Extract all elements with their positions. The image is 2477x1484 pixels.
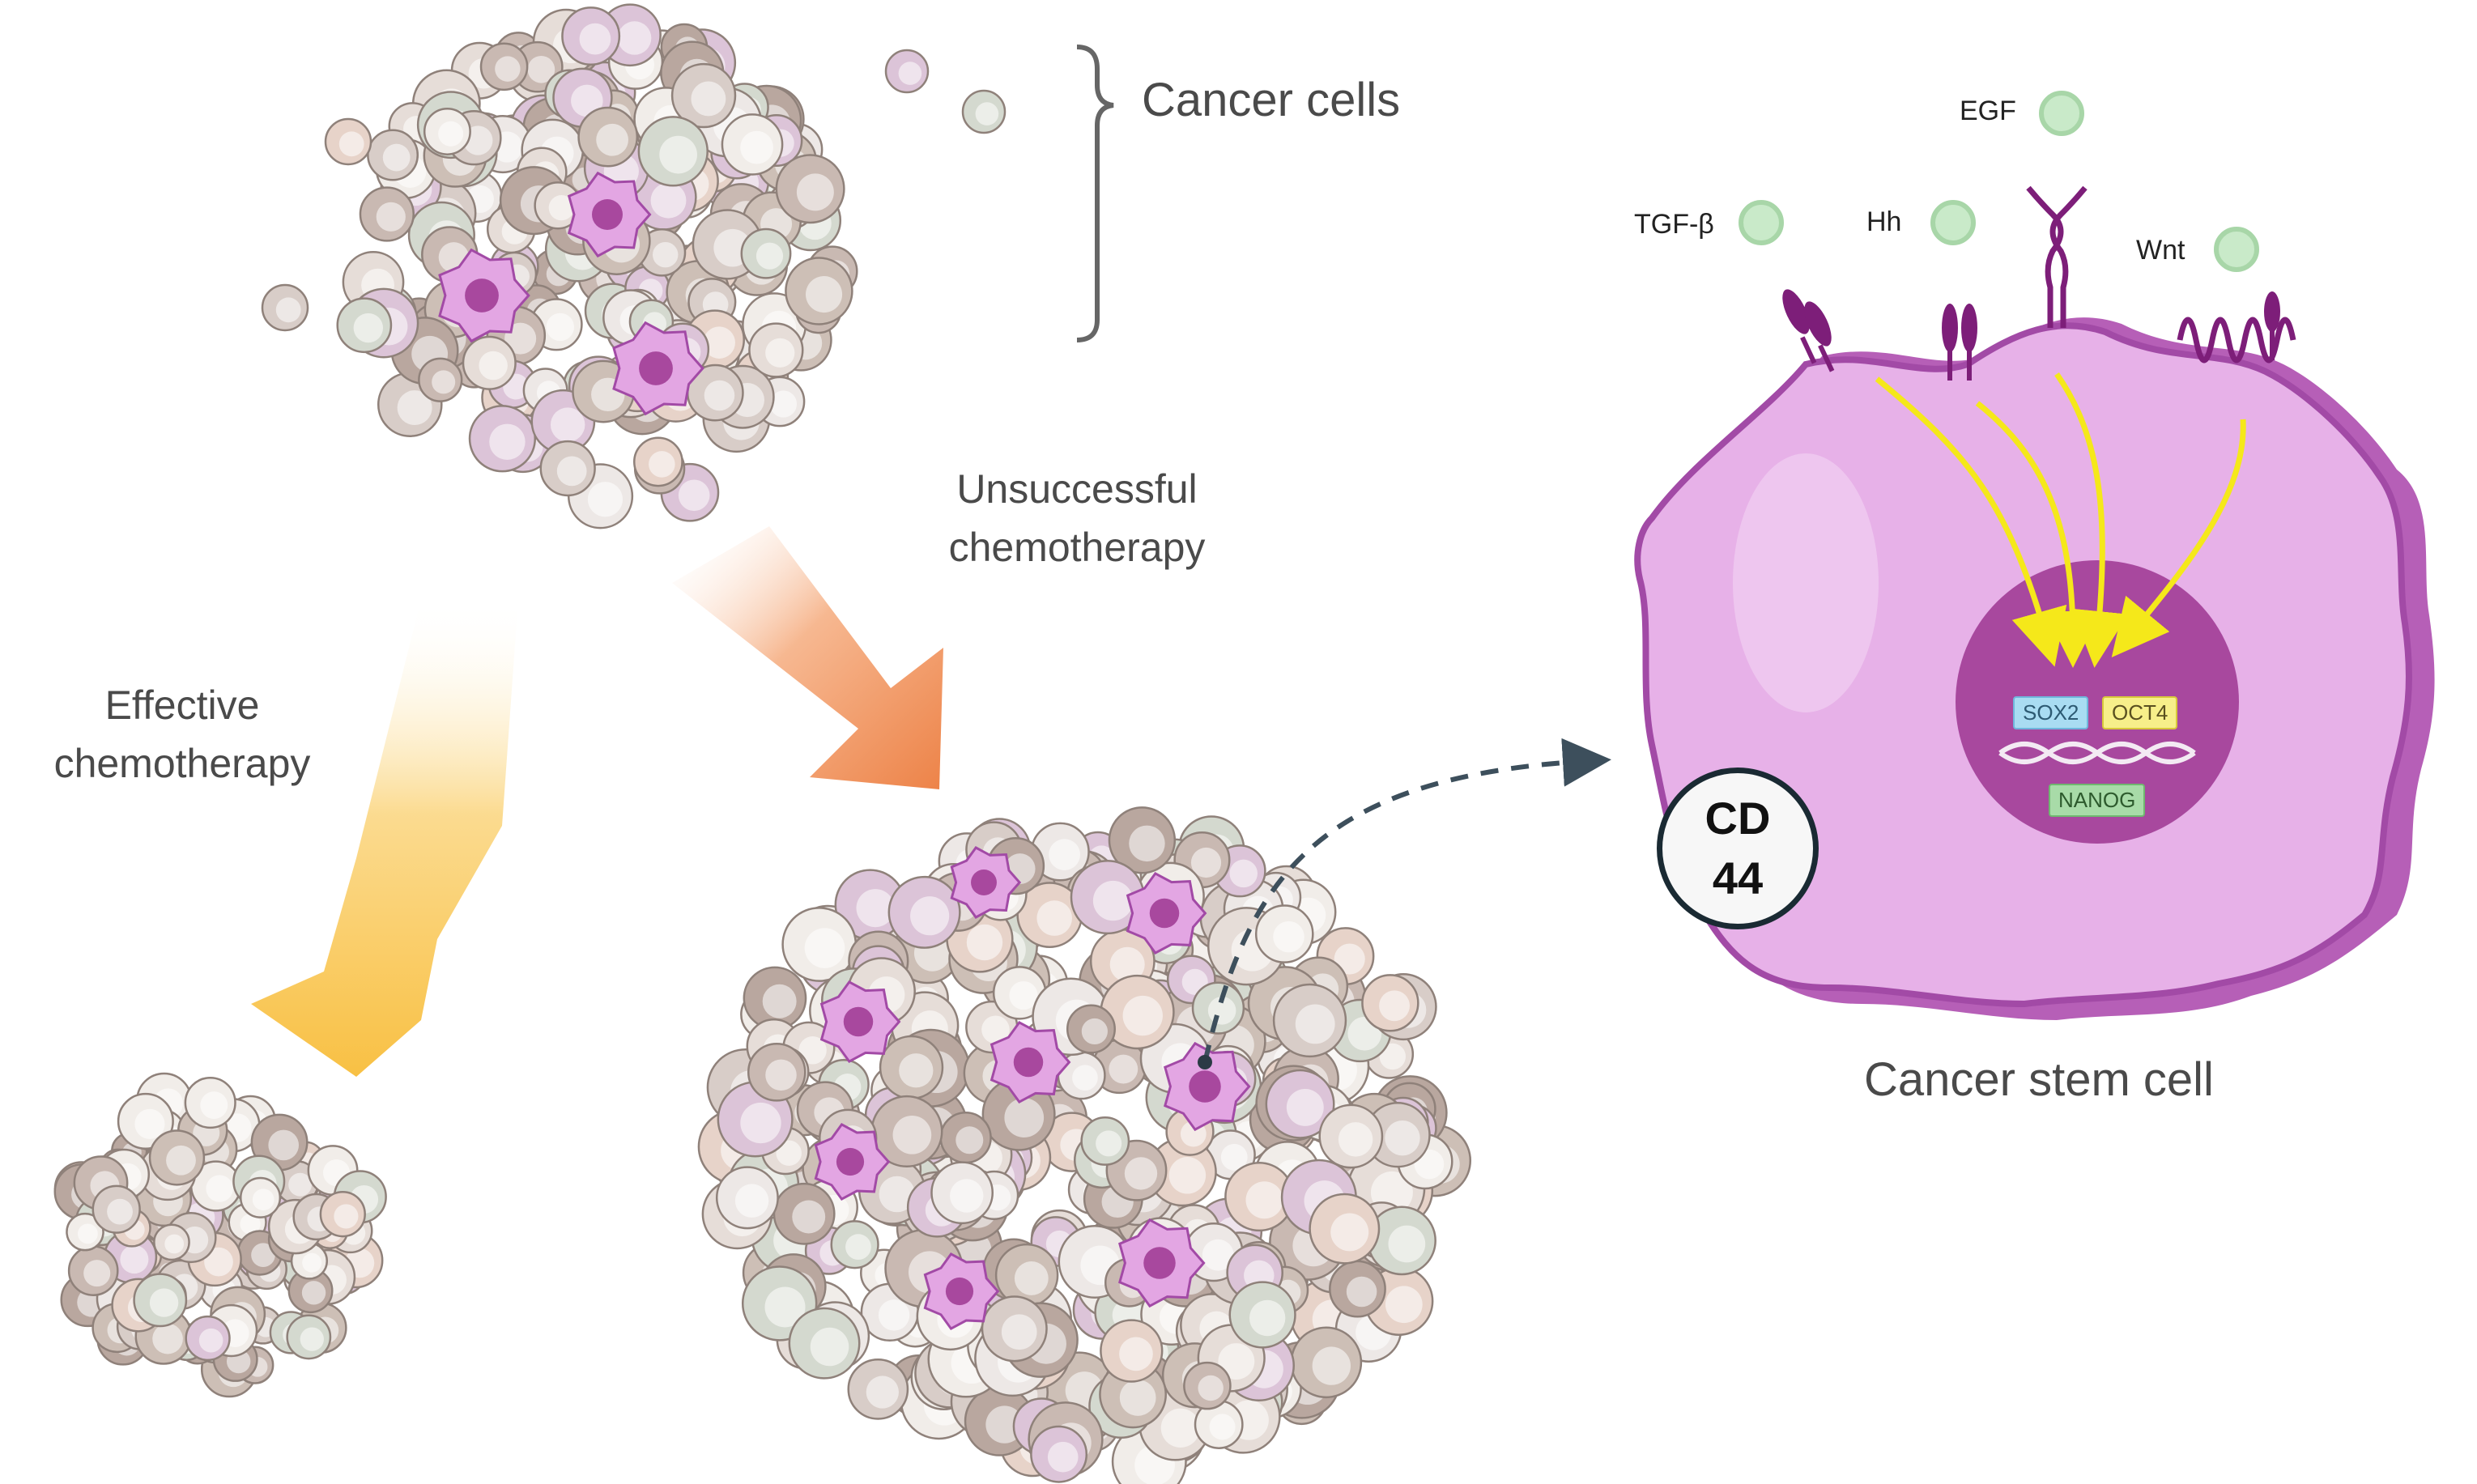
shrunken-tumor-cluster	[53, 1072, 387, 1398]
tgf-beta-ligand	[1739, 200, 1784, 245]
unsuccessful-chemotherapy-label: Unsuccessful chemotherapy	[891, 460, 1263, 576]
hh-receptor	[1942, 304, 1977, 381]
egf-label: EGF	[1960, 96, 2016, 126]
egf-receptor	[2026, 185, 2088, 328]
tgf-beta-receptor	[1782, 289, 1835, 372]
wnt-coreceptor	[2264, 291, 2280, 360]
cancer-cells-label: Cancer cells	[1142, 74, 1401, 126]
unsuccessful-chemo-arrow	[672, 526, 943, 789]
hh-ligand	[1930, 200, 1976, 245]
unsuccessful-line1: Unsuccessful	[956, 466, 1198, 512]
cancer-cells-bracket	[1076, 45, 1114, 342]
sox2-label: SOX2	[2013, 696, 2089, 729]
effective-chemo-arrow	[251, 599, 518, 1077]
effective-line1: Effective	[104, 682, 260, 728]
relapsed-tumor-cluster	[697, 806, 1472, 1484]
dna-icon	[1998, 742, 2196, 764]
cancer-stem-cell-label: Cancer stem cell	[1864, 1053, 2214, 1106]
initial-tumor-cluster	[261, 3, 1007, 529]
effective-line2: chemotherapy	[53, 741, 311, 786]
oct4-label: OCT4	[2102, 696, 2178, 729]
dashed-arrow	[1202, 738, 1611, 1063]
hh-label: Hh	[1866, 206, 1902, 237]
nanog-label: NANOG	[2049, 784, 2146, 817]
unsuccessful-line2: chemotherapy	[948, 525, 1206, 570]
tgf-beta-label: TGF-β	[1634, 209, 1714, 240]
wnt-ligand	[2214, 227, 2259, 272]
signal-arrows	[1875, 372, 2246, 668]
wnt-label: Wnt	[2136, 235, 2185, 266]
effective-chemotherapy-label: Effective chemotherapy	[0, 676, 364, 793]
cd44-marker: CD 44	[1657, 768, 1819, 929]
cd44-line2: 44	[1712, 853, 1764, 904]
wnt-receptor	[2177, 317, 2296, 364]
egf-ligand	[2039, 91, 2084, 136]
cd44-line1: CD	[1705, 793, 1771, 844]
